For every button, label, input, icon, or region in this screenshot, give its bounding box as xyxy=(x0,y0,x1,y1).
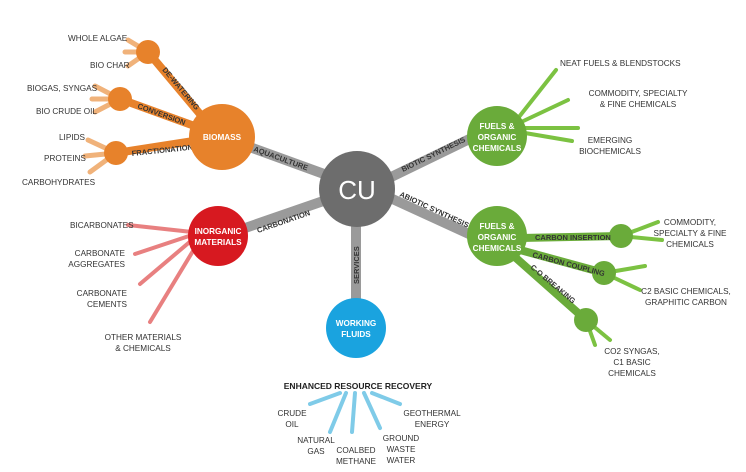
cu-hub-node xyxy=(319,151,395,227)
inorganic-leaf-labels: BICARBONATES CARBONATE AGGREGATES CARBON… xyxy=(68,221,182,353)
leaf-c2-line2: GRAPHITIC CARBON xyxy=(645,298,727,307)
fuels-node-carbon-insertion xyxy=(609,224,633,248)
inorganic-node xyxy=(188,206,248,266)
leaf-lipids: LIPIDS xyxy=(59,133,85,142)
leaf-geothermal-line1: GEOTHERMAL xyxy=(403,409,461,418)
biomass-node xyxy=(189,104,255,170)
leaf-aggregates-line1: CARBONATE xyxy=(75,249,126,258)
leaf-c2-line1: C2 BASIC CHEMICALS, xyxy=(641,287,731,296)
label-biotic-synthesis: BIOTIC SYNTHESIS xyxy=(400,135,467,174)
leaf-commodity-line2: & FINE CHEMICALS xyxy=(600,100,677,109)
working-fluids-label-line1: WORKING xyxy=(336,319,376,328)
leaf-whole-algae: WHOLE ALGAE xyxy=(68,34,128,43)
leaf-cements-line2: CEMENTS xyxy=(87,300,128,309)
fuels-node-carbon-coupling xyxy=(592,261,616,285)
biomass-leaf-labels: WHOLE ALGAE BIO CHAR BIOGAS, SYNGAS BIO … xyxy=(22,34,130,187)
leaf-bio-crude-oil: BIO CRUDE OIL xyxy=(36,107,97,116)
inorganic-leaf-lines xyxy=(126,223,198,324)
leaf-crude-line1: CRUDE xyxy=(277,409,307,418)
fluids-leaf-labels: CRUDE OIL NATURAL GAS COALBED METHANE GR… xyxy=(277,409,461,466)
biomass-cluster: DE-WATERING CONVERSION FRACTIONATION BIO… xyxy=(22,34,255,187)
leaf-co2-line2: C1 BASIC xyxy=(613,358,650,367)
fuels-abiotic-label-line2: ORGANIC xyxy=(478,233,517,242)
fuels-biotic-leaf-labels: NEAT FUELS & BLENDSTOCKS COMMODITY, SPEC… xyxy=(560,59,688,156)
leaf-carbohydrates: CARBOHYDRATES xyxy=(22,178,96,187)
connector-abiotic xyxy=(381,191,487,245)
leaf-water-line1: GROUND xyxy=(383,434,419,443)
leaf-water-line2: WASTE xyxy=(387,445,416,454)
leaf-geothermal-line2: ENERGY xyxy=(415,420,450,429)
working-fluids-cluster: WORKING FLUIDS ENHANCED RESOURCE RECOVER… xyxy=(277,298,461,466)
inorganic-label-line2: MATERIALS xyxy=(194,238,242,247)
leaf-co2-line3: CHEMICALS xyxy=(608,369,656,378)
biomass-node-conversion xyxy=(108,87,132,111)
fuels-abiotic-node xyxy=(467,206,527,266)
fuels-abiotic-label-line1: FUELS & xyxy=(479,222,514,231)
fuels-biotic-cluster: FUELS & ORGANIC CHEMICALS NEAT FUELS & B… xyxy=(467,59,688,166)
leaf-biogas-syngas: BIOGAS, SYNGAS xyxy=(27,84,98,93)
leaf-co2-line1: CO2 SYNGAS, xyxy=(604,347,660,356)
leaf-water-line3: WATER xyxy=(387,456,416,465)
fuels-biotic-label-line1: FUELS & xyxy=(479,122,514,131)
leaf-commodity-line1: COMMODITY, SPECIALTY xyxy=(589,89,688,98)
leaf-bio-char: BIO CHAR xyxy=(90,61,130,70)
biomass-node-dewatering xyxy=(136,40,160,64)
fuels-biotic-node xyxy=(467,106,527,166)
fuels-abiotic-cluster: CARBON INSERTION CARBON COUPLING C-O BRE… xyxy=(467,206,731,378)
fuels-abiotic-label-line3: CHEMICALS xyxy=(473,244,522,253)
leaf-proteins: PROTEINS xyxy=(44,154,86,163)
biomass-node-fractionation xyxy=(104,141,128,165)
leaf-cements-line1: CARBONATE xyxy=(77,289,128,298)
label-services: SERVICES xyxy=(352,246,361,284)
fuels-biotic-leaf-lines xyxy=(513,68,580,143)
leaf-gas-line1: NATURAL xyxy=(297,436,335,445)
fluids-leaf-lines xyxy=(308,391,402,434)
working-fluids-label-line2: FLUIDS xyxy=(341,330,371,339)
leaf-emerging-line1: EMERGING xyxy=(588,136,633,145)
fuels-node-co-breaking xyxy=(574,308,598,332)
leaf-abiotic-commodity-line2: SPECIALTY & FINE xyxy=(654,229,727,238)
label-carbon-insertion: CARBON INSERTION xyxy=(535,233,611,242)
inorganic-label-line1: INORGANIC xyxy=(195,227,242,236)
leaf-methane-line2: METHANE xyxy=(336,457,377,466)
inorganic-cluster: INORGANIC MATERIALS BICARBONATES CARBONA… xyxy=(68,206,248,353)
label-fractionation: FRACTIONATION xyxy=(131,143,193,158)
label-conversion: CONVERSION xyxy=(136,101,186,127)
leaf-neat-fuels: NEAT FUELS & BLENDSTOCKS xyxy=(560,59,681,68)
label-aquaculture: AQUACULTURE xyxy=(252,144,309,172)
leaf-other-line2: & CHEMICALS xyxy=(115,344,171,353)
leaf-other-line1: OTHER MATERIALS xyxy=(105,333,182,342)
leaf-methane-line1: COALBED xyxy=(336,446,375,455)
fuels-biotic-label-line3: CHEMICALS xyxy=(473,144,522,153)
leaf-aggregates-line2: AGGREGATES xyxy=(68,260,125,269)
biomass-branch-lines xyxy=(112,48,209,157)
leaf-bicarbonates: BICARBONATES xyxy=(70,221,134,230)
label-dewatering: DE-WATERING xyxy=(160,66,201,112)
fuels-abiotic-branch-lines xyxy=(512,232,625,324)
cu-hub-label: CU xyxy=(338,175,376,205)
fuels-abiotic-leaf-labels: COMMODITY, SPECIALTY & FINE CHEMICALS C2… xyxy=(604,218,731,378)
leaf-abiotic-commodity-line1: COMMODITY, xyxy=(664,218,716,227)
leaf-gas-line2: GAS xyxy=(307,447,325,456)
leaf-abiotic-commodity-line3: CHEMICALS xyxy=(666,240,714,249)
fuels-biotic-label-line2: ORGANIC xyxy=(478,133,517,142)
leaf-emerging-line2: BIOCHEMICALS xyxy=(579,147,641,156)
biomass-label: BIOMASS xyxy=(203,133,242,142)
leaf-crude-line2: OIL xyxy=(285,420,299,429)
enhanced-resource-recovery-heading: ENHANCED RESOURCE RECOVERY xyxy=(284,381,433,391)
working-fluids-node xyxy=(326,298,386,358)
